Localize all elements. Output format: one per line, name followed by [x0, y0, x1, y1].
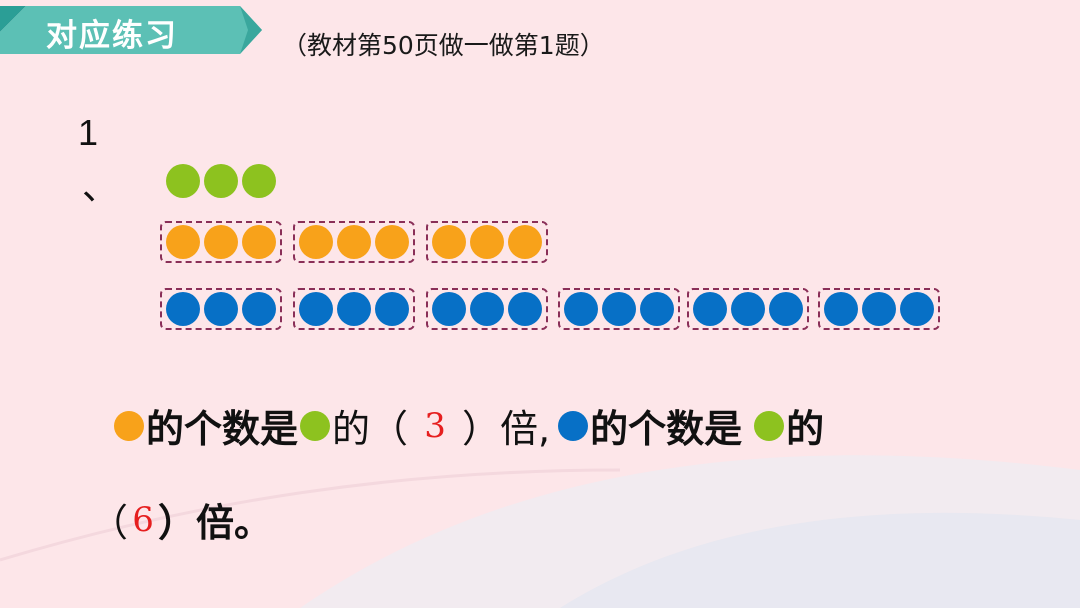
green-dot-symbol [300, 410, 331, 441]
answer-blank-2[interactable]: 6 [132, 499, 154, 540]
blue-dot [564, 292, 598, 326]
green-dot [204, 164, 238, 198]
question-number: 1 [78, 112, 99, 153]
sentence-text: ）倍, [462, 407, 551, 451]
orange-dot [204, 225, 238, 259]
blue-dot [862, 292, 896, 326]
blue-dot [769, 292, 803, 326]
orange-group [293, 221, 415, 263]
blue-dot [824, 292, 858, 326]
blue-group [558, 288, 680, 330]
sentence-text: 的个数是 [590, 407, 743, 451]
orange-group [160, 221, 282, 263]
sentence-text: ）倍。 [158, 501, 273, 545]
sentence-text: （ [90, 501, 129, 545]
blue-dot [432, 292, 466, 326]
orange-dot-symbol [114, 410, 144, 441]
orange-dot [508, 225, 542, 259]
blue-dot [337, 292, 371, 326]
blue-dot [204, 292, 238, 326]
blue-dot [470, 292, 504, 326]
blue-dot [900, 292, 934, 326]
blue-group [687, 288, 809, 330]
question-sentence-line-2: （ 6 ）倍。 [90, 492, 272, 547]
banner-title: 对应练习 [46, 18, 178, 54]
sentence-text: 的 [786, 407, 825, 451]
orange-dot [166, 225, 200, 259]
orange-dot [375, 225, 409, 259]
blue-dot [508, 292, 542, 326]
blue-group [818, 288, 940, 330]
orange-dot [337, 225, 371, 259]
blue-group [293, 288, 415, 330]
question-separator: 、 [82, 167, 119, 208]
blue-dot [166, 292, 200, 326]
sentence-text: 的个数是 [146, 407, 299, 451]
blue-dot-symbol [558, 410, 589, 441]
question-sentence-line-1: 的个数是 的（ 3 ）倍, 的个数是 的 [112, 398, 824, 453]
green-dot-symbol [754, 410, 785, 441]
section-banner: 对应练习 [0, 2, 262, 58]
textbook-reference: （教材第50页做一做第1题） [282, 31, 605, 60]
green-dot [166, 164, 200, 198]
banner-shape [0, 6, 262, 54]
blue-dot [731, 292, 765, 326]
blue-dot [299, 292, 333, 326]
blue-dot [693, 292, 727, 326]
blue-dot [640, 292, 674, 326]
blue-group [160, 288, 282, 330]
green-dot [242, 164, 276, 198]
blue-dot [242, 292, 276, 326]
sentence-text: 的（ [332, 407, 409, 451]
blue-dot [375, 292, 409, 326]
answer-blank-1[interactable]: 3 [424, 405, 446, 446]
orange-dot [299, 225, 333, 259]
blue-group [426, 288, 548, 330]
orange-dot [470, 225, 504, 259]
blue-dot [602, 292, 636, 326]
orange-group [426, 221, 548, 263]
orange-dot [242, 225, 276, 259]
orange-dot [432, 225, 466, 259]
